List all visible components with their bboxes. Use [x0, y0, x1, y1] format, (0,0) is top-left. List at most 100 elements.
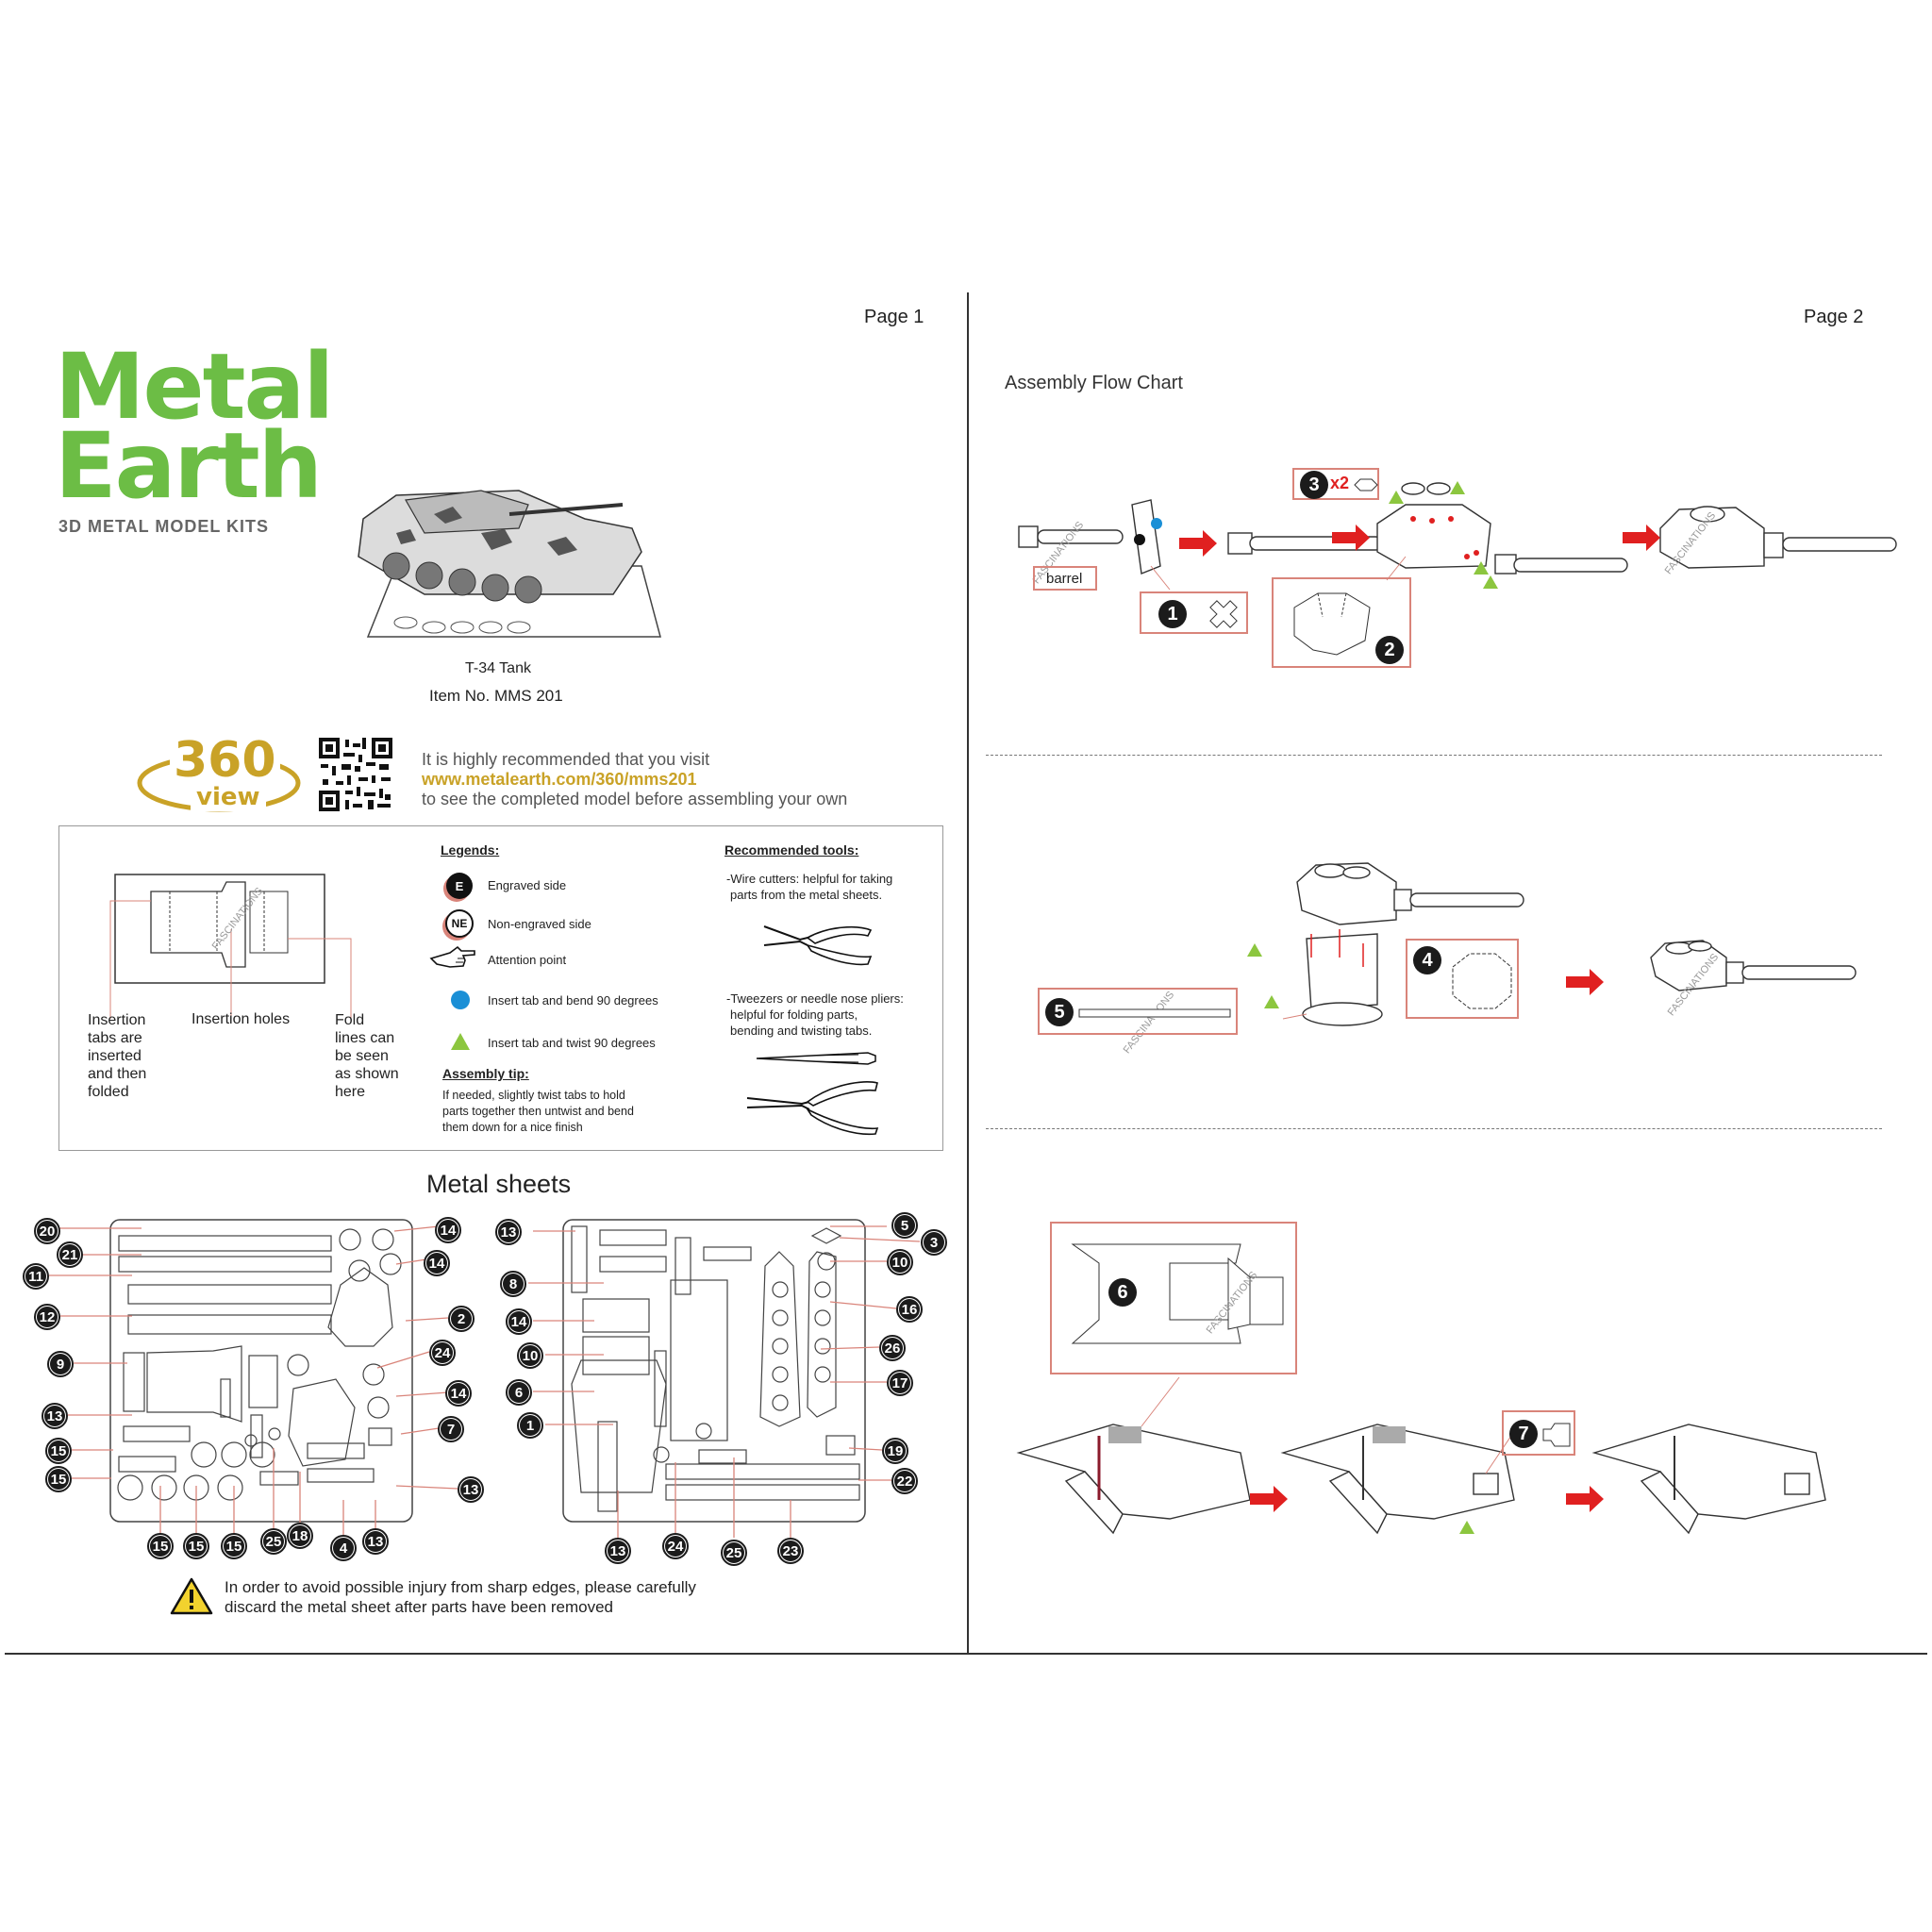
row-separator	[986, 1128, 1882, 1129]
tip-title: Assembly tip:	[442, 1066, 529, 1081]
part-label: 18	[287, 1523, 313, 1549]
engraved-icon: E	[446, 873, 473, 899]
qr-code[interactable]	[319, 738, 392, 811]
part-label: 15	[45, 1438, 72, 1464]
assembly-row-1	[1018, 481, 1897, 591]
page-1-label: Page 1	[864, 307, 924, 327]
page-2-label: Page 2	[1804, 307, 1864, 327]
warning-text: In order to avoid possible injury from s…	[225, 1578, 696, 1616]
part-label: 19	[882, 1438, 908, 1464]
part-label: 26	[879, 1335, 906, 1361]
step-1-box: 1	[1140, 591, 1248, 634]
part-label: 15	[183, 1533, 209, 1559]
part-label: 11	[23, 1263, 49, 1290]
part-label: 21	[57, 1241, 83, 1268]
visit-url[interactable]: www.metalearth.com/360/mms201	[422, 770, 697, 789]
product-item-number: Item No. MMS 201	[429, 687, 563, 705]
visit-line-1: It is highly recommended that you visit	[422, 750, 710, 769]
pliers-icon	[746, 1081, 879, 1136]
row-separator	[986, 755, 1882, 756]
tweezers-icon	[756, 1052, 876, 1065]
part-label: 13	[605, 1538, 631, 1564]
step-3-box: 3 x2	[1292, 468, 1379, 500]
part-label: 4	[330, 1535, 357, 1561]
step-3-multiplier: x2	[1330, 474, 1350, 492]
step-3-number: 3	[1300, 471, 1328, 499]
bottom-rule	[5, 1653, 1927, 1655]
cross-part-icon	[1209, 600, 1238, 628]
part-label: 22	[891, 1468, 918, 1494]
metal-sheet-right	[562, 1219, 866, 1523]
brand-line-2: Earth	[55, 413, 323, 519]
small-bracket-part	[1542, 1423, 1571, 1447]
part-label: 25	[721, 1540, 747, 1566]
wire-cutters-icon	[763, 925, 873, 966]
part-label: 14	[506, 1308, 532, 1335]
step-2-number: 2	[1375, 636, 1404, 664]
part-label: 13	[42, 1403, 68, 1429]
assembly-row-3	[1016, 1376, 1826, 1535]
brand-tagline: 3D METAL MODEL KITS	[58, 517, 270, 536]
part-label: 15	[147, 1533, 174, 1559]
blue-dot-icon	[451, 991, 470, 1009]
part-label: 15	[45, 1466, 72, 1492]
step-1-number: 1	[1158, 600, 1187, 628]
part-label: 10	[517, 1342, 543, 1369]
part-label: 7	[438, 1416, 464, 1442]
step-5-box: 5	[1038, 988, 1238, 1035]
part-label: 2	[448, 1306, 475, 1332]
warning-icon	[170, 1577, 213, 1615]
part-label: 14	[445, 1380, 472, 1407]
sheet-leader-lines	[49, 1225, 921, 1538]
hull-top-part	[1071, 1243, 1284, 1344]
barrel-label-box: barrel	[1033, 566, 1097, 591]
legend-non-engraved: Non-engraved side	[488, 917, 591, 931]
step-7-box: 7	[1502, 1410, 1575, 1456]
part-label: 14	[424, 1250, 450, 1276]
part-label: 13	[458, 1476, 484, 1503]
part-label: 23	[777, 1538, 804, 1564]
part-label: 13	[362, 1528, 389, 1555]
part-label: 25	[260, 1528, 287, 1555]
legends-title: Legends:	[441, 842, 500, 858]
metal-sheet-left	[109, 1219, 413, 1523]
part-label: 1	[517, 1412, 543, 1439]
product-name: T-34 Tank	[465, 660, 531, 676]
caption-holes: Insertion holes	[192, 1011, 291, 1027]
step-2-box: 2	[1272, 577, 1411, 668]
tank-illustration	[358, 490, 661, 638]
green-triangle-icon	[451, 1033, 470, 1050]
part-label: 6	[506, 1379, 532, 1406]
part-label: 12	[34, 1304, 60, 1330]
legend-attention: Attention point	[488, 953, 567, 967]
view-360-word: view	[191, 783, 266, 811]
tool-tweezers: -Tweezers or needle nose pliers:helpful …	[726, 991, 904, 1038]
part-label: 9	[47, 1351, 74, 1377]
metal-sheets-title: Metal sheets	[426, 1170, 572, 1198]
hand-pointer-icon	[429, 945, 475, 968]
part-label: 8	[500, 1271, 526, 1297]
turret-base-part	[1452, 953, 1512, 1009]
legend-box	[58, 825, 943, 1151]
legend-twist: Insert tab and twist 90 degrees	[488, 1036, 656, 1050]
part-label: 24	[429, 1340, 456, 1366]
step-6-number: 6	[1108, 1278, 1137, 1307]
part-label: 15	[221, 1533, 247, 1559]
brand-line-1: Metal	[55, 334, 334, 440]
step-5-number: 5	[1045, 998, 1074, 1026]
flow-chart-title: Assembly Flow Chart	[1005, 373, 1183, 393]
part-label: 17	[887, 1370, 913, 1396]
ring-strip-part	[1078, 1008, 1231, 1018]
part-label: 10	[887, 1249, 913, 1275]
step-4-box: 4	[1406, 939, 1519, 1019]
tools-title: Recommended tools:	[724, 842, 859, 858]
step-4-number: 4	[1413, 946, 1441, 974]
turret-flat-part	[1293, 592, 1371, 656]
assembly-row-2	[1247, 862, 1857, 1026]
part-label: 13	[495, 1219, 522, 1245]
view-360-number: 360	[170, 732, 280, 789]
